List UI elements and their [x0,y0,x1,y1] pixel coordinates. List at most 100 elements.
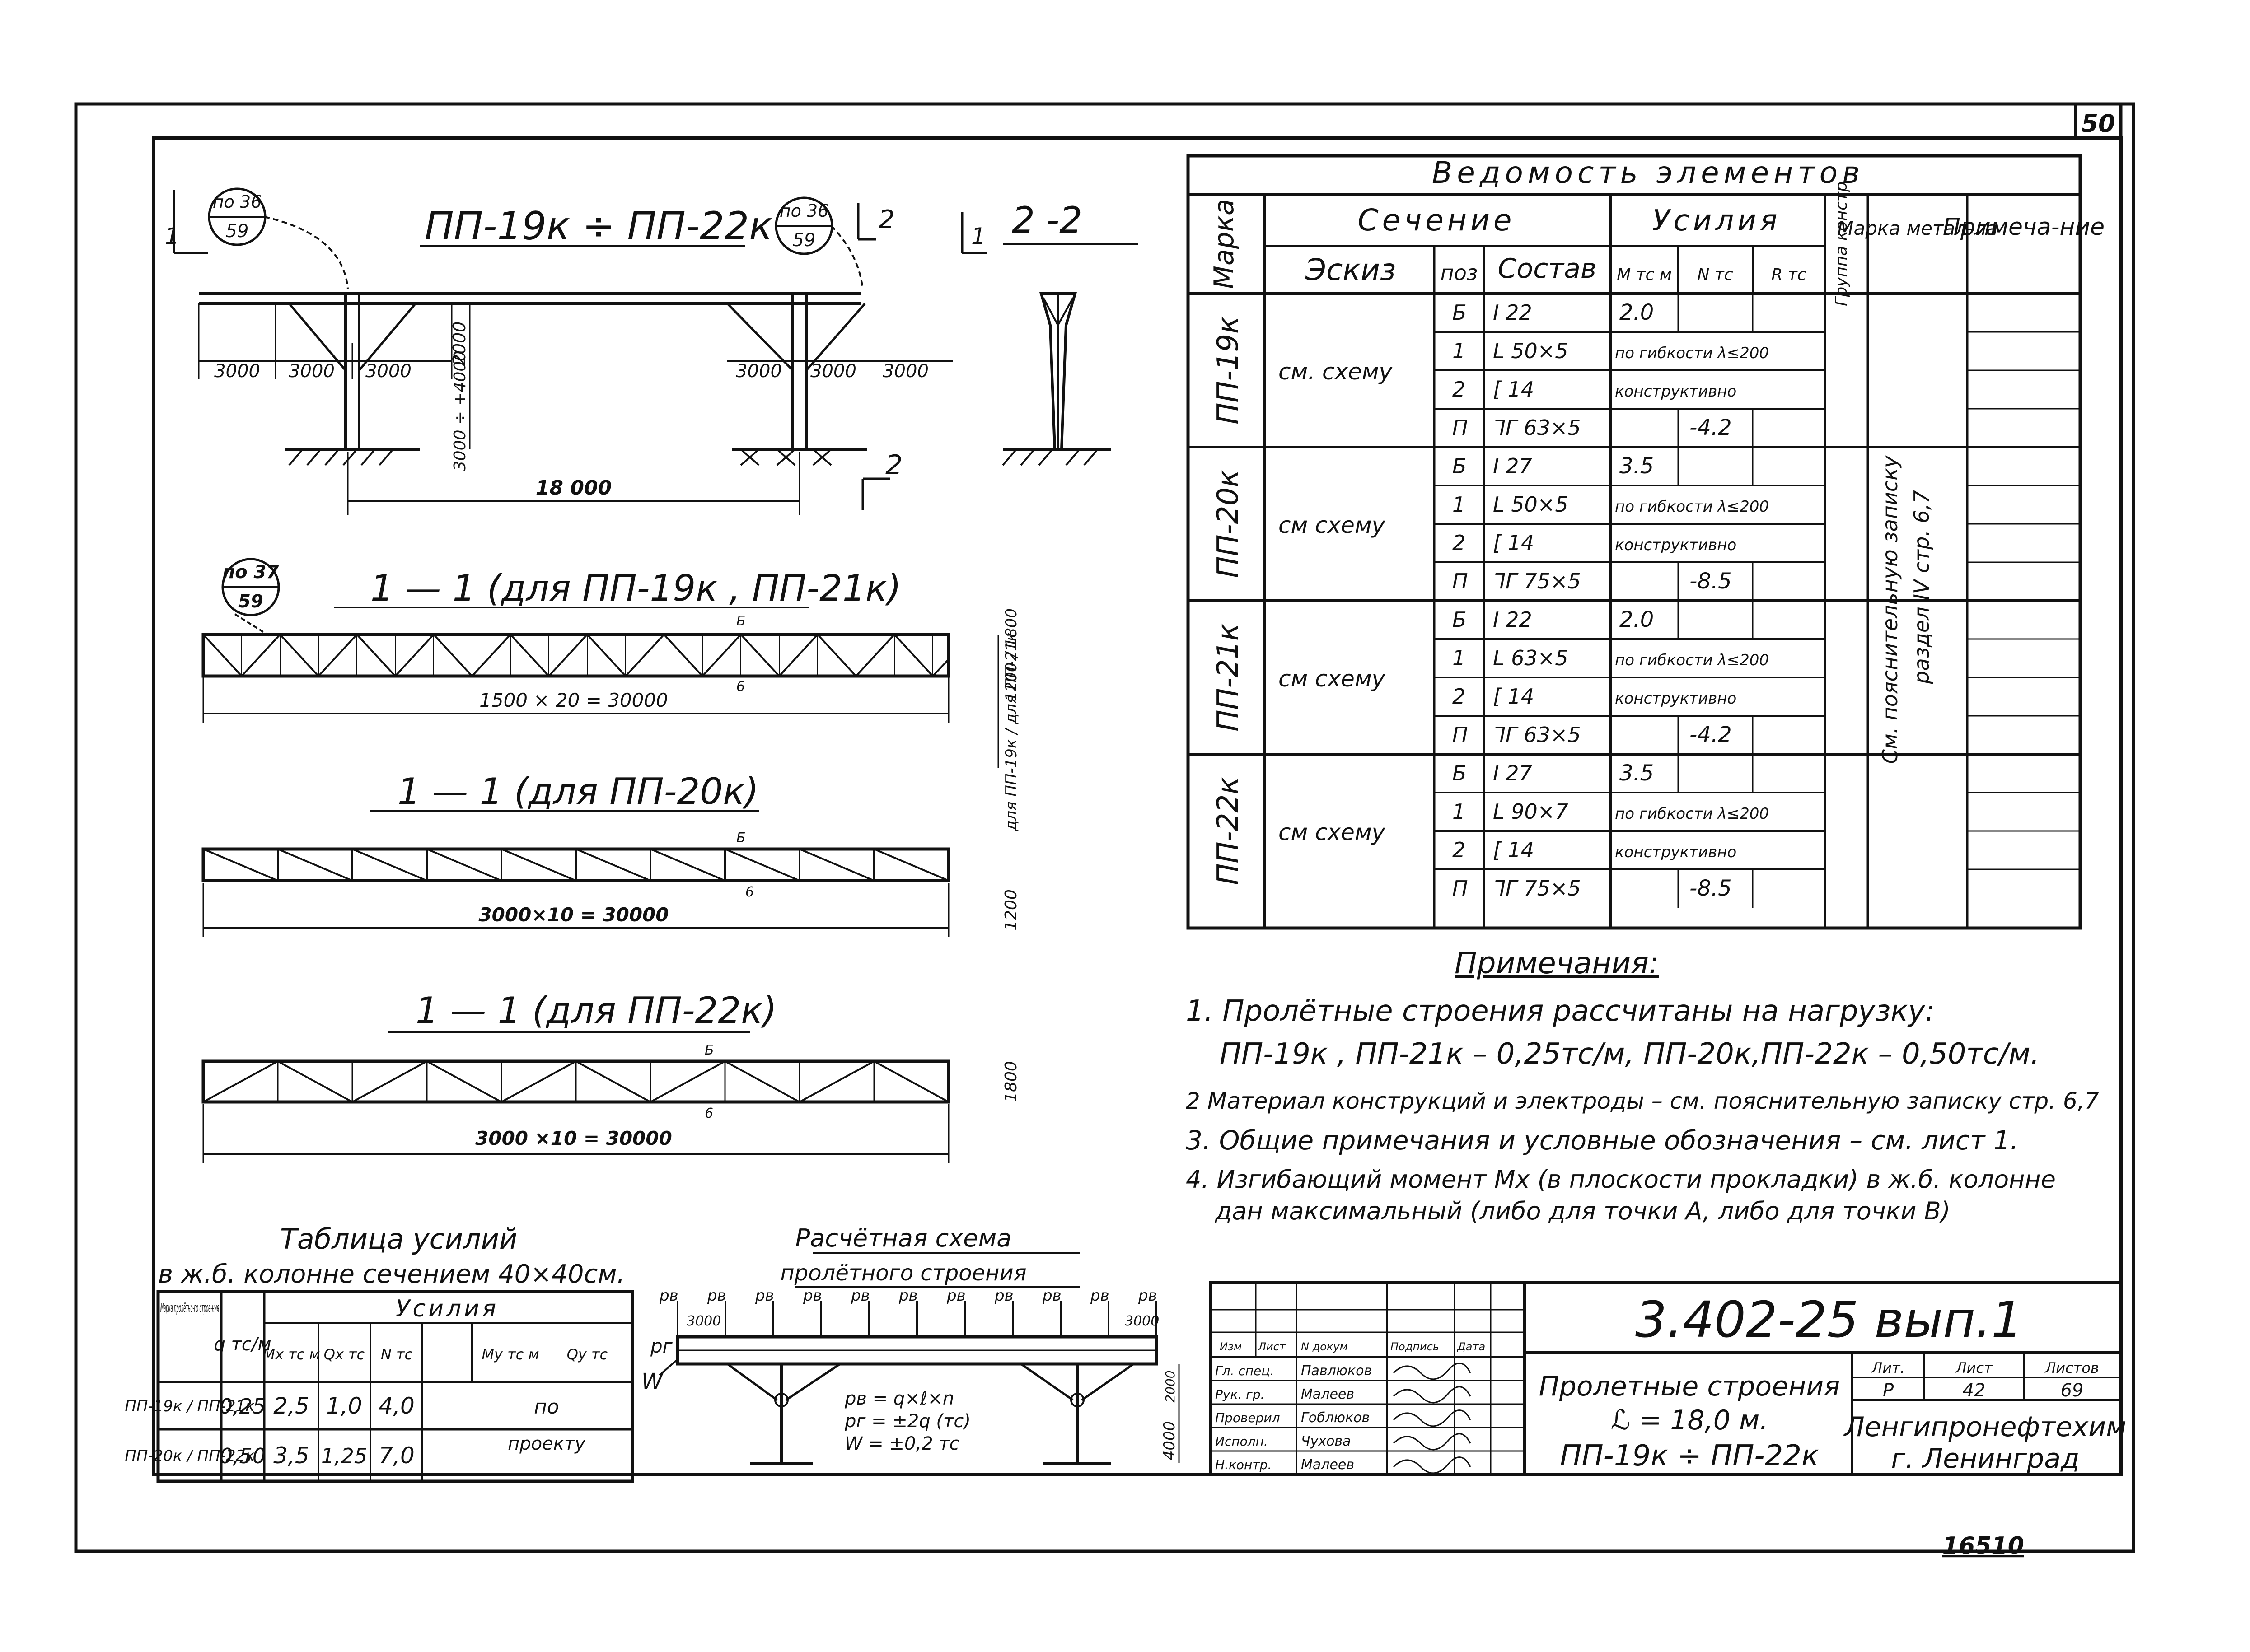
svg-text:7,0: 7,0 [379,1442,415,1469]
element-sketch: см схему [1278,819,1386,845]
svg-text:N тс: N тс [381,1346,413,1363]
svg-text:3000: 3000 [736,361,782,382]
svg-text:1,25: 1,25 [321,1444,367,1468]
svg-text:по 36: по 36 [213,192,262,212]
signature [1393,1433,1471,1451]
load-label: pв [1090,1287,1109,1305]
drawing-code: 3.402-25 вып.1 [1635,1291,2023,1349]
row-composition: I 22 [1493,607,1532,632]
svg-text:3,5: 3,5 [273,1442,309,1469]
svg-text:поз: поз [1441,261,1478,285]
svg-text:3000: 3000 [1125,1313,1159,1329]
plan2-title: 1 — 1 (для ПП-20к) [398,770,759,812]
svg-text:42: 42 [1963,1380,1986,1401]
plan2-dimension: 3000×10 = 30000 [478,904,669,926]
role-label: Гл. спец. [1215,1363,1274,1378]
row-composition: I 22 [1493,300,1532,325]
signature [1393,1363,1471,1380]
elements-table-title: Ведомость элементов [1432,155,1864,190]
svg-text:ПП-20к / ПП-22к: ПП-20к / ПП-22к [125,1447,255,1465]
row-force-note: по гибкости λ≤200 [1615,344,1769,362]
role-name: Малеев [1301,1457,1354,1473]
svg-text:для ПП-19к / для ПП-21к: для ПП-19к / для ПП-21к [1002,632,1020,831]
plan-20: 1 — 1 (для ПП-20к) Б 6 3000×10 = 30000 1… [201,770,1020,937]
load-label: pв [851,1287,870,1305]
svg-text:1: 1 [971,223,986,249]
svg-text:4000: 4000 [1160,1421,1179,1461]
svg-text:проекту: проекту [508,1433,586,1454]
row-pos: 1 [1452,492,1465,517]
row-force-note: по гибкости λ≤200 [1615,651,1769,669]
section-22-title: 2 -2 [1012,199,1082,241]
row-composition: I 27 [1493,454,1532,478]
svg-text:3000: 3000 [810,361,856,382]
svg-text:Группа констр: Группа констр [1832,182,1851,306]
svg-text:3000 ÷ +4000: 3000 ÷ +4000 [451,351,469,471]
role-name: Чухова [1301,1433,1351,1449]
svg-text:Состав: Состав [1498,253,1597,285]
svg-text:Лист: Лист [1258,1340,1286,1353]
svg-text:1. Пролётные строения рассчита: 1. Пролётные строения рассчитаны на нагр… [1186,994,1935,1028]
role-name: Павлюков [1301,1363,1372,1379]
svg-text:2: 2 [879,205,895,234]
elements-table: Ведомость элементов Марка Сечение Эскиз … [1186,154,2105,930]
forces-table: Таблица усилий в ж.б. колонне сечением 4… [125,1223,634,1483]
svg-text:1800: 1800 [1002,1061,1020,1102]
row-m: 3.5 [1619,761,1654,786]
svg-text:1200 / 1800: 1200 / 1800 [1002,608,1020,701]
svg-text:Б: Б [736,830,746,846]
svg-text:по: по [534,1395,559,1419]
row-composition: [ 14 [1493,684,1534,709]
svg-text:3000: 3000 [883,361,929,382]
row-composition: ᒣᒥ 63×5 [1493,723,1581,747]
span-dimension: 18 000 [536,476,612,499]
svg-text:Усилия: Усилия [396,1295,499,1322]
svg-text:1: 1 [165,223,179,249]
svg-text:пролётного строения: пролётного строения [780,1260,1026,1286]
row-force-note: конструктивно [1615,536,1736,554]
svg-text:ПП-19к , ПП-21к – 0,25тс/м,: ПП-19к , ПП-21к – 0,25тс/м, ПП-20к,ПП-22… [1220,1037,2040,1071]
svg-text:0,50: 0,50 [220,1444,266,1468]
row-pos: П [1452,723,1468,747]
row-n: -8.5 [1689,569,1732,594]
svg-text:Листов: Листов [2044,1359,2099,1377]
element-sketch: см схему [1278,666,1386,692]
svg-text:Б: Б [736,613,746,629]
title-block: Изм Лист N докум Подпись Дата Гл. спец.П… [1209,1281,2127,1476]
svg-text:Mx тс м: Mx тс м [262,1346,320,1363]
org-name: Ленгипронефтехим [1843,1411,2127,1443]
svg-text:Марка: Марка [1208,199,1240,289]
row-force-note: по гибкости λ≤200 [1615,805,1769,823]
role-name: Гоблюков [1301,1410,1370,1426]
role-label: Проверил [1215,1410,1280,1425]
row-composition: ᒣᒥ 63×5 [1493,415,1581,440]
signature [1393,1456,1471,1474]
row-composition: [ 14 [1493,838,1534,862]
svg-text:Лит.: Лит. [1871,1359,1905,1377]
drawing-name-3: ПП-19к ÷ ПП-22к [1560,1439,1819,1473]
elevation-drawing: по 36 59 1 ПП-19к ÷ ПП-22к по 36 59 2 1 … [165,187,1138,515]
role-label: Рук. гр. [1215,1387,1265,1402]
row-pos: Б [1452,454,1467,478]
role-label: Н.контр. [1215,1457,1272,1472]
plan1-dimension: 1500 × 20 = 30000 [479,689,668,711]
notes-block: Примечания: 1. Пролётные строения рассчи… [1186,946,2099,1225]
signature [1393,1409,1471,1427]
svg-text:Марка метал-ла: Марка метал-ла [1837,217,1997,239]
role-label: Исполн. [1215,1434,1268,1449]
svg-text:3000: 3000 [214,361,260,382]
load-label: pв [659,1287,678,1305]
svg-text:Дата: Дата [1457,1340,1485,1353]
row-pos: 2 [1452,838,1465,862]
stamp-number: 16510 [1942,1532,2024,1559]
plan3-dimension: 3000 ×10 = 30000 [475,1127,672,1149]
role-name: Малеев [1301,1386,1354,1402]
row-composition: L 63×5 [1493,646,1568,670]
row-pos: Б [1452,300,1467,325]
row-pos: 2 [1452,684,1465,709]
svg-text:Изм: Изм [1220,1340,1242,1353]
svg-text:ПП-19к / ПП-21к: ПП-19к / ПП-21к [125,1397,255,1415]
element-sketch: см. схему [1278,359,1393,385]
inner-frame [152,136,2123,1476]
